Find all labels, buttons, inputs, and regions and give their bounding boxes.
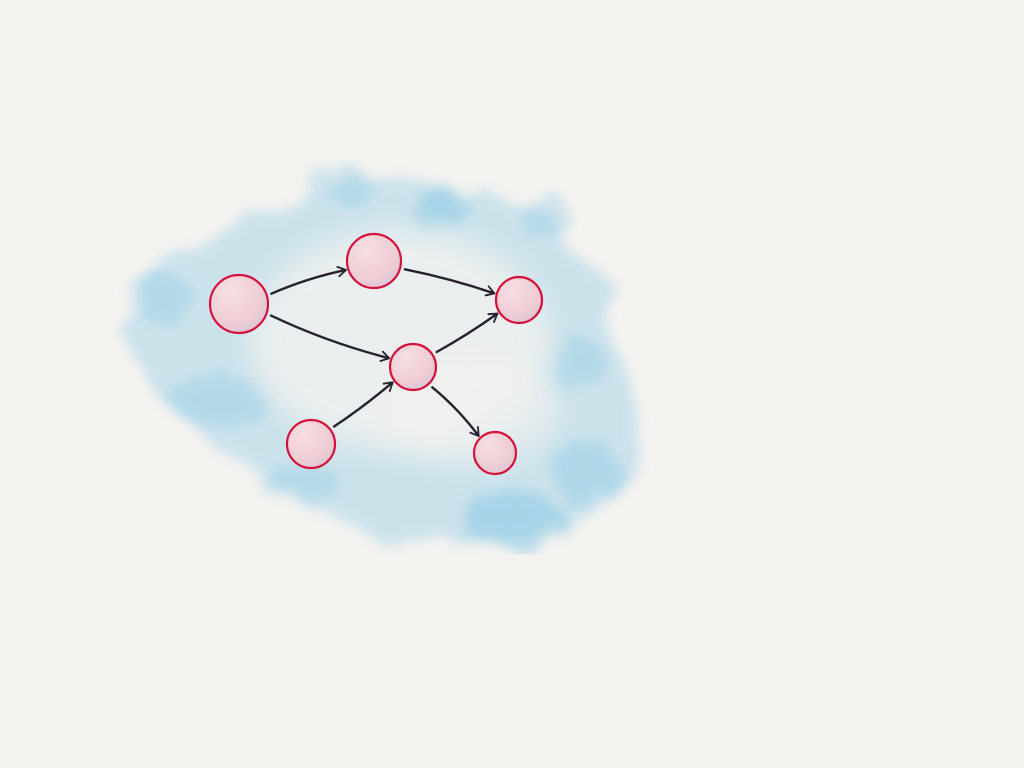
edge-A-to-B: [270, 265, 347, 295]
node-D: [388, 342, 438, 392]
node-A: [208, 273, 270, 335]
node-B: [345, 232, 403, 290]
node-C: [494, 275, 544, 325]
node-F: [472, 430, 518, 476]
node-layer: [208, 232, 544, 476]
edge-layer: [269, 265, 499, 437]
node-E: [285, 418, 337, 470]
edge-A-to-D: [269, 314, 391, 362]
edge-D-to-C: [435, 312, 499, 354]
edge-B-to-C: [403, 268, 496, 297]
edge-D-to-F: [431, 386, 480, 437]
edge-E-to-D: [332, 381, 394, 428]
